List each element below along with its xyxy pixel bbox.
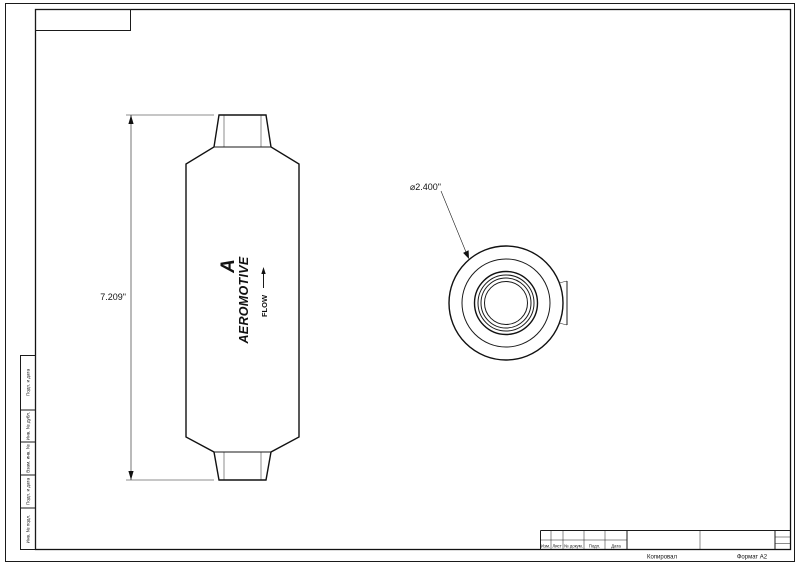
filter-front-circle: [461, 258, 551, 348]
filter-markings: A AEROMOTIVE FLOW: [218, 256, 269, 344]
dim-arrow-bottom-icon: [128, 471, 134, 480]
diameter-dimension-value: ⌀2.400": [410, 182, 441, 192]
filter-front-tab-tick: [558, 280, 568, 284]
brand-emblem: A: [218, 259, 239, 274]
copied-label: Копировал: [647, 555, 678, 561]
format-label: Формат А2: [737, 555, 768, 561]
margin-stamp-label: Подп. и дата: [26, 478, 31, 506]
dim-arrow-top-icon: [128, 115, 134, 124]
titleblock-column-label: Изм.: [541, 544, 550, 549]
titleblock-column-label: Лист: [552, 544, 561, 549]
margin-stamp-column: [20, 355, 36, 550]
titleblock-column-label: Дата: [611, 544, 621, 549]
filter-front-boss-circle: [473, 270, 539, 336]
sheet-outer-border: [5, 3, 795, 562]
margin-stamp-label: Взам. инв. №: [26, 444, 31, 473]
diameter-leader-arrow-icon: [463, 250, 469, 259]
margin-stamp-label: Подп. и дата: [26, 369, 31, 397]
flow-label: FLOW: [260, 294, 269, 317]
filter-front-thread-circle: [477, 274, 535, 332]
flow-arrow-icon: [261, 267, 266, 274]
margin-stamp-label: Инв. № дубл.: [26, 412, 31, 440]
sheet-inner-frame: [34, 8, 792, 551]
filter-front-outer-circle: [448, 245, 564, 361]
filter-front-tab-tick: [558, 322, 568, 326]
titleblock-column-label: № докум.: [564, 544, 583, 549]
brand-logotype: AEROMOTIVE: [237, 256, 251, 344]
diameter-leader-line: [440, 190, 468, 255]
height-dimension-value: 7.209": [100, 292, 126, 302]
frame-topleft-box: [35, 9, 131, 31]
filter-front-thread-circle: [480, 277, 532, 329]
filter-front-bore-circle: [484, 281, 528, 325]
titleblock-column-label: Подп.: [589, 544, 600, 549]
margin-stamp-label: Инв. № подл.: [26, 515, 31, 544]
